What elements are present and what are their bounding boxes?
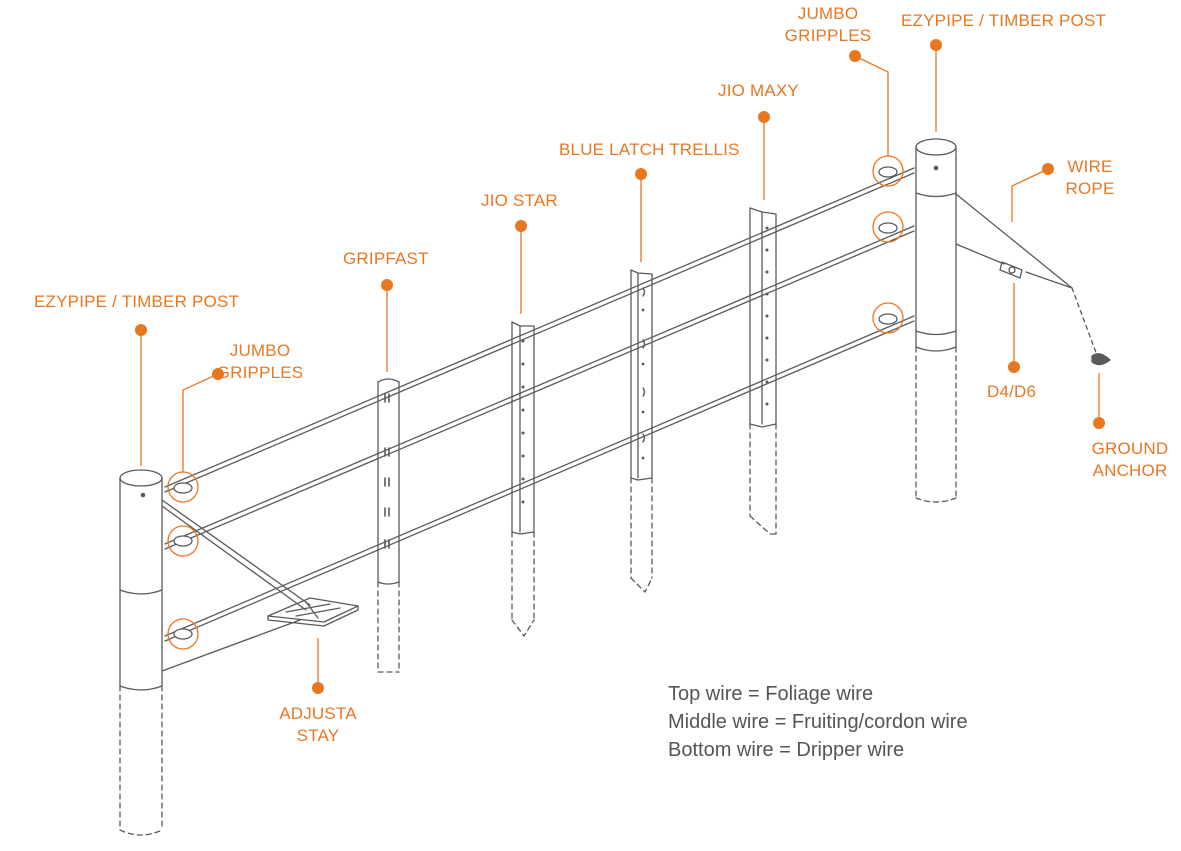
label-gripples-left: JUMBO GRIPPLES (212, 340, 308, 384)
label-adjusta-stay-line2: STAY (296, 726, 340, 745)
label-wire-rope-line1: WIRE (1067, 157, 1113, 176)
label-gripples-right-line1: JUMBO (797, 4, 859, 23)
top-wire (164, 167, 915, 493)
bottom-wire (164, 315, 915, 642)
blue-latch-trellis-post (630, 269, 653, 593)
label-post-left: EZYPIPE / TIMBER POST (34, 292, 240, 311)
callout-leaders (140, 45, 1100, 688)
label-adjusta-stay: ADJUSTA STAY (272, 703, 364, 747)
jio-maxy-post (749, 207, 777, 535)
label-ground-anchor-line1: GROUND (1091, 439, 1169, 458)
left-end-post (119, 469, 163, 836)
label-gripples-left-line2: GRIPPLES (216, 363, 304, 382)
label-wire-rope-line2: ROPE (1065, 179, 1115, 198)
label-ground-anchor: GROUND ANCHOR (1084, 438, 1176, 482)
label-post-right: EZYPIPE / TIMBER POST (901, 11, 1107, 30)
label-blue-latch-trellis: BLUE LATCH TRELLIS (559, 140, 740, 159)
legend-bottom-wire: Bottom wire = Dripper wire (668, 739, 905, 761)
gripfast-post (377, 378, 400, 673)
label-gripples-right-line2: GRIPPLES (784, 26, 872, 45)
right-end-post (915, 138, 957, 503)
legend-top-wire: Top wire = Foliage wire (668, 683, 874, 705)
label-ground-anchor-line2: ANCHOR (1092, 461, 1168, 480)
wire-legend: Top wire = Foliage wire Middle wire = Fr… (668, 680, 968, 764)
legend-middle-wire: Middle wire = Fruiting/cordon wire (668, 711, 968, 733)
adjusta-stay (161, 499, 359, 627)
middle-wire (164, 225, 915, 550)
label-gripples-right: JUMBO GRIPPLES (780, 3, 876, 47)
label-jio-maxy: JIO MAXY (718, 81, 799, 100)
label-d4-d6: D4/D6 (987, 382, 1037, 401)
wire-rope (955, 193, 1111, 366)
label-gripfast: GRIPFAST (343, 249, 429, 268)
gripples (167, 155, 904, 650)
label-adjusta-stay-line1: ADJUSTA (279, 704, 357, 723)
label-jio-star: JIO STAR (481, 191, 558, 210)
jio-star-post (511, 321, 535, 637)
label-gripples-left-line1: JUMBO (229, 341, 291, 360)
callout-dots (135, 39, 1105, 694)
label-wire-rope: WIRE ROPE (1060, 156, 1120, 200)
